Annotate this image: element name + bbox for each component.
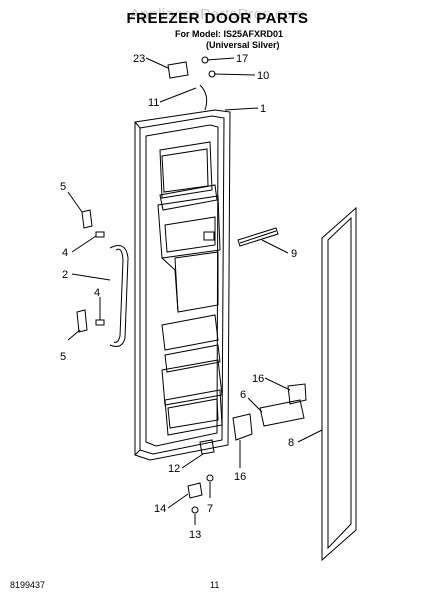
callout-4-upper: 4 <box>62 247 68 259</box>
model-variant: (Universal Silver) <box>206 40 280 50</box>
callout-16-upper: 16 <box>252 373 264 385</box>
door-panel <box>134 109 231 461</box>
callout-7: 7 <box>207 503 213 515</box>
callout-10: 10 <box>257 70 269 82</box>
leader-lines <box>67 57 323 525</box>
callout-13: 13 <box>189 529 201 541</box>
callout-4-lower: 4 <box>94 287 100 299</box>
callout-1: 1 <box>260 103 266 115</box>
door-gasket <box>321 206 357 562</box>
model-number: For Model: IS25AFXRD01 <box>175 29 284 39</box>
page-number: 11 <box>210 580 220 590</box>
door-handle <box>109 245 129 347</box>
callout-17: 17 <box>236 53 248 65</box>
top-hinge-parts <box>167 56 216 111</box>
callout-5-upper: 5 <box>60 181 66 193</box>
callout-9: 9 <box>291 248 297 260</box>
callout-6: 6 <box>240 389 246 401</box>
handle-end-caps <box>76 209 105 333</box>
callout-11: 11 <box>148 97 159 109</box>
lower-door-bins <box>161 314 223 436</box>
watermark-text: AppliancePartsPros.com <box>129 6 306 23</box>
callout-8: 8 <box>288 437 294 449</box>
callout-2: 2 <box>62 269 68 281</box>
callout-labels: 23 17 10 11 1 5 4 2 4 5 9 16 6 8 16 12 1… <box>60 53 297 541</box>
hinge-parts <box>187 439 215 514</box>
dispenser-trim-strip <box>237 227 279 247</box>
callout-16-lower: 16 <box>234 471 246 483</box>
document-number: 8199437 <box>10 580 46 590</box>
callout-12: 12 <box>168 463 180 475</box>
callout-5-lower: 5 <box>60 351 66 363</box>
diagram-title: FREEZER DOOR PARTS <box>126 10 309 27</box>
shelf-retainer-parts <box>232 383 307 441</box>
dispenser-housing <box>157 195 221 313</box>
callout-23: 23 <box>133 53 145 65</box>
callout-14: 14 <box>154 503 166 515</box>
upper-door-shelf <box>159 141 218 211</box>
